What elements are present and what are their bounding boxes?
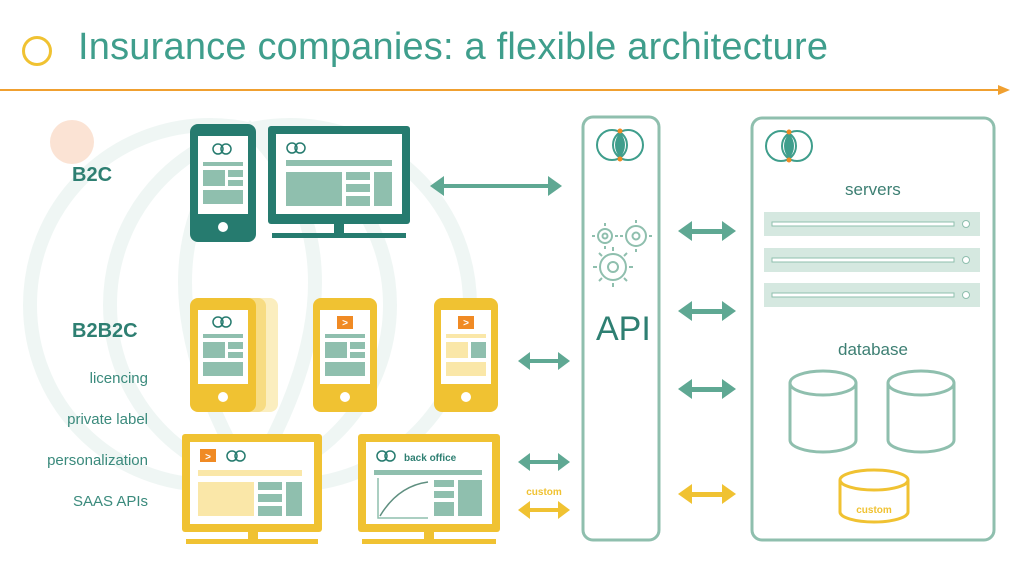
arrow-api-custom-db — [678, 484, 736, 504]
b2b2c-item-personalization: personalization — [47, 452, 148, 469]
database-cylinders — [788, 369, 956, 454]
page-title: Insurance companies: a flexible architec… — [78, 26, 829, 68]
b2c-label: B2C — [72, 164, 113, 186]
back-office-label: back office — [404, 453, 457, 464]
arrow-saas-api — [518, 453, 570, 471]
arrow-b2c-api — [430, 176, 562, 196]
title-circle-icon — [22, 36, 52, 66]
api-panel — [581, 115, 661, 542]
gears-icon — [592, 220, 652, 287]
b2b2c-item-licencing: licencing — [89, 370, 148, 387]
title-underline-arrow — [0, 85, 1010, 95]
arrow-api-servers-1 — [678, 221, 736, 241]
decor-dot — [50, 120, 94, 164]
server-rack — [764, 212, 980, 307]
arrow-custom-api — [518, 501, 570, 519]
custom-database-cylinder — [838, 468, 910, 524]
b2c-phone — [190, 124, 256, 242]
back-office-monitor — [358, 434, 500, 544]
b2b2c-phone-stack — [190, 298, 278, 412]
servers-label: servers — [845, 180, 901, 199]
database-label: database — [838, 340, 908, 359]
b2b2c-item-private-label: private label — [67, 411, 148, 428]
b2b2c-phone-branded — [313, 298, 377, 412]
arrow-b2b2c-api — [518, 352, 570, 370]
custom-db-label: custom — [856, 505, 892, 516]
arrow-api-database — [678, 379, 736, 399]
b2b2c-label: B2B2C — [72, 320, 138, 342]
api-label: API — [596, 310, 651, 348]
b2b2c-item-saas-apis: SAAS APIs — [72, 493, 148, 510]
cursor-icon: > — [463, 318, 469, 329]
cursor-icon: > — [205, 452, 211, 463]
b2b2c-phone-custom — [434, 298, 498, 412]
cursor-icon: > — [342, 318, 348, 329]
personalization-monitor — [182, 434, 322, 544]
arrow-api-servers-2 — [678, 301, 736, 321]
custom-link-label: custom — [526, 487, 562, 498]
b2c-monitor — [268, 126, 410, 238]
